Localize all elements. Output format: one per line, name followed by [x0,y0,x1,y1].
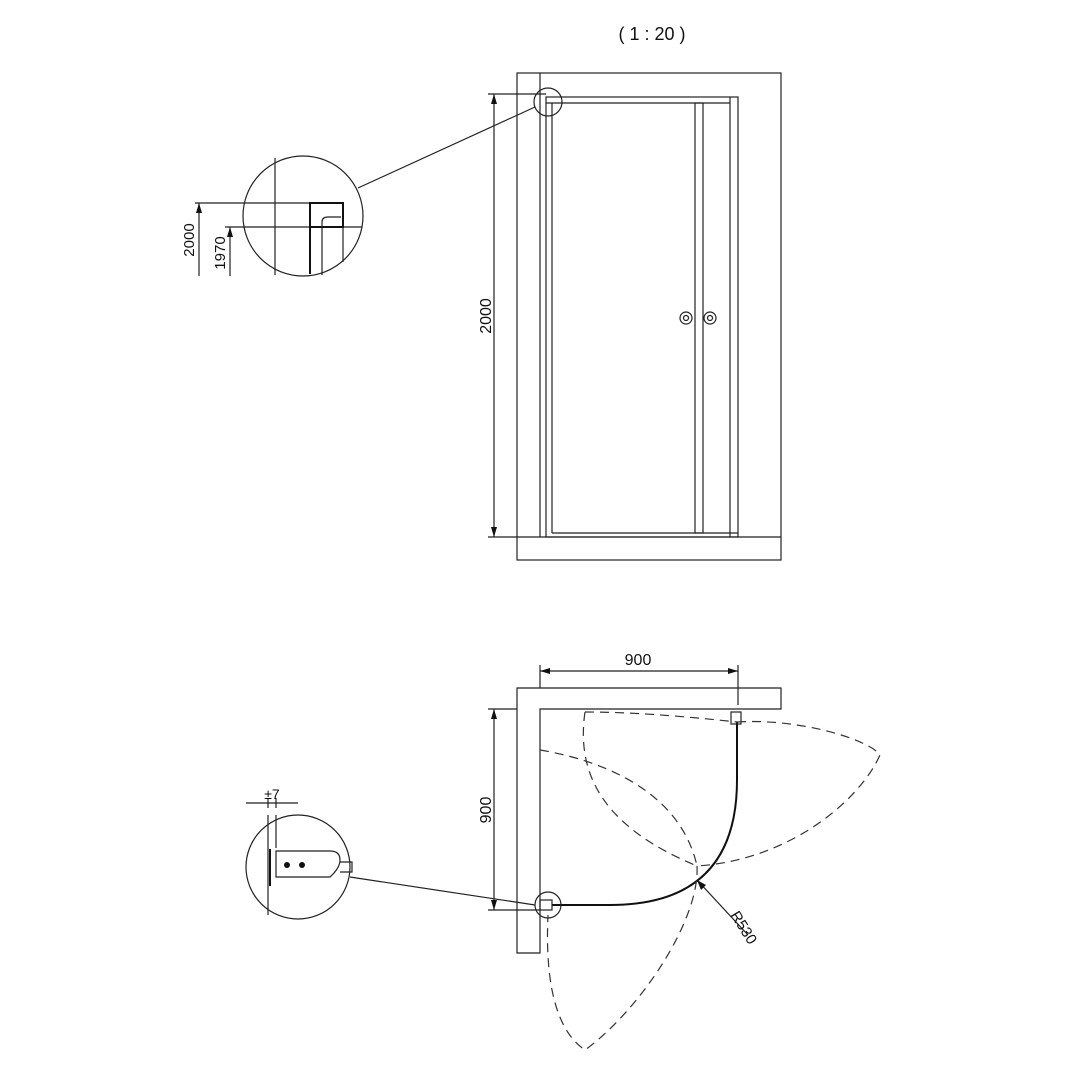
front-elevation: 2000 2000 1970 [181,72,782,561]
handle-icon [679,311,693,325]
elevation-frame [516,72,782,561]
glass-height-dimension: 1970 [212,236,229,269]
detail-height-dimension: 2000 [181,223,198,256]
detail-marker [533,87,563,117]
height-dimension: 2000 [478,298,495,334]
radius-dimension: R530 [727,908,760,947]
detail-leader [349,876,536,906]
enclosure-outline [545,96,739,538]
door-seal-strip [694,102,704,534]
door-swing-left-open [546,865,698,1051]
radius-leader [696,879,749,936]
width-dimension: 900 [625,652,652,669]
tolerance-dimension: ±7 [264,786,280,802]
hinge-detail: ±7 [245,786,353,920]
door-swing-right-open [696,720,881,867]
door-swing-right-inner [582,711,698,867]
handle-icon [703,311,717,325]
curved-glass [552,722,738,906]
top-detail: 2000 1970 [181,155,364,277]
detail-leader [357,106,536,189]
door-swing-left-inner [539,749,698,867]
depth-dimension: 900 [478,797,495,824]
walls [516,687,782,954]
plan-view: 900 900 R530 ±7 [245,652,881,1051]
scale-label: ( 1 : 20 ) [618,24,685,44]
